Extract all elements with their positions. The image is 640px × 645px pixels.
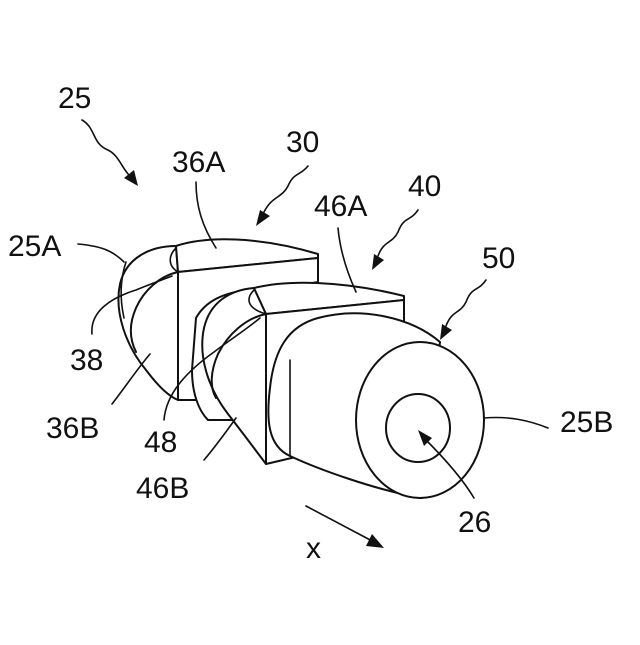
x-direction-arrowhead <box>366 534 384 548</box>
hole-26 <box>386 394 450 462</box>
leader-25 <box>82 120 132 178</box>
label-x: x <box>306 532 321 565</box>
label-30: 30 <box>286 126 319 159</box>
leader-50 <box>446 280 486 326</box>
label-50: 50 <box>482 242 515 275</box>
leader-46b <box>204 418 236 460</box>
cylinder-50 <box>268 313 484 498</box>
leader-25b <box>484 417 548 428</box>
label-46a: 46A <box>314 190 367 223</box>
leader-25a <box>78 244 124 262</box>
label-38: 38 <box>70 344 103 377</box>
label-25a: 25A <box>8 230 61 263</box>
label-36b: 36B <box>46 412 99 445</box>
leader-30 <box>264 166 308 212</box>
label-40: 40 <box>408 170 441 203</box>
leader-36a <box>196 182 216 248</box>
leader-40 <box>378 210 418 256</box>
label-25b: 25B <box>560 406 613 439</box>
label-36a: 36A <box>172 146 225 179</box>
label-46b: 46B <box>136 472 189 505</box>
label-25: 25 <box>58 82 91 115</box>
label-48: 48 <box>144 426 177 459</box>
arrowhead-30 <box>256 210 270 226</box>
label-26: 26 <box>458 506 491 539</box>
curved-face-36b <box>118 246 178 400</box>
leader-46a <box>338 228 356 292</box>
leader-36b <box>112 354 150 404</box>
